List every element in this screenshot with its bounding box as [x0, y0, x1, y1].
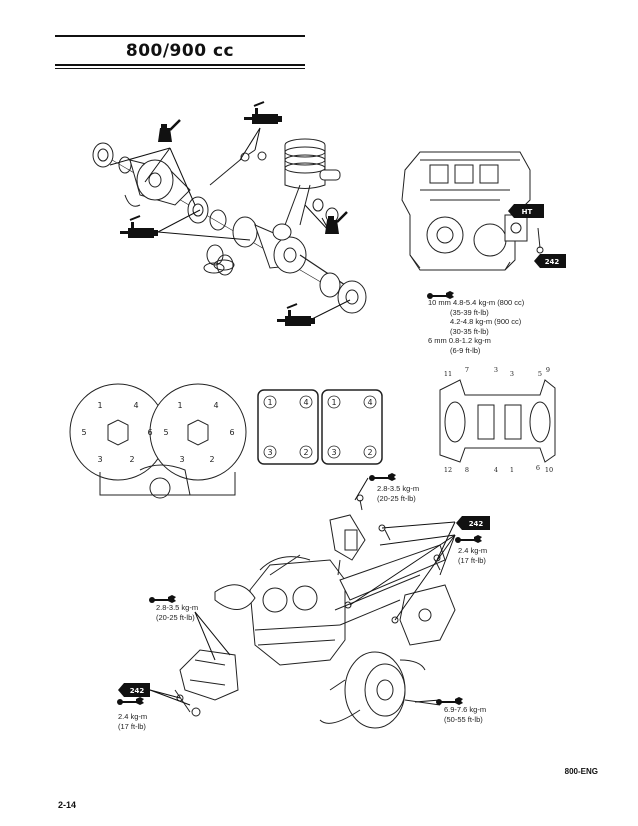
- cyl-right-3: 3: [331, 448, 336, 457]
- page-number: 2-14: [58, 800, 77, 810]
- cylinder-right-sequence-labels: [327, 395, 377, 459]
- oil-can-icon: [156, 118, 182, 144]
- cyl-right-2: 2: [367, 448, 372, 457]
- cyl-left-2: 2: [303, 448, 308, 457]
- top-mount-torque-spec: 2.8-3.5 kg-m (20-25 ft-lb): [377, 484, 419, 503]
- bottom-left-torque-spec: 2.4 kg-m (17 ft-lb): [118, 712, 147, 731]
- mount-leader-lines: [149, 477, 456, 706]
- crankshaft-leader-lines: [109, 127, 351, 321]
- svg-text:3: 3: [494, 366, 498, 374]
- cyl-right-4: 4: [367, 398, 372, 407]
- svg-text:4: 4: [133, 401, 138, 410]
- crankcase-torque-sequence: [439, 379, 556, 463]
- grease-gun-icon: [119, 215, 159, 239]
- spec-line: 4.2-4.8 kg-m (900 cc): [450, 317, 522, 326]
- cyl-left-3: 3: [267, 448, 272, 457]
- svg-text:6: 6: [536, 464, 540, 472]
- grease-gun-icon: [276, 303, 316, 327]
- spec-line: (6-9 ft-lb): [450, 345, 481, 355]
- svg-text:2: 2: [209, 455, 214, 464]
- cyl-left-1: 1: [267, 398, 272, 407]
- cyl-left-4: 4: [303, 398, 308, 407]
- spec-line: (35-39 ft-lb): [450, 307, 489, 317]
- wrench-icon: [369, 473, 396, 481]
- svg-text:4: 4: [494, 466, 498, 474]
- svg-text:8: 8: [465, 466, 469, 474]
- oil-can-icon: [323, 210, 349, 236]
- svg-text:3: 3: [179, 455, 184, 464]
- svg-text:5: 5: [163, 428, 168, 437]
- crankcase-bottom-sequence-labels: 12 8 4 1 6 10: [444, 464, 553, 474]
- svg-text:9: 9: [546, 366, 550, 374]
- wrench-icon: [455, 535, 482, 543]
- svg-text:12: 12: [444, 466, 452, 474]
- engine-mount-illustration: [174, 494, 456, 729]
- spec-line: 6.9-7.6 kg-m: [444, 705, 487, 714]
- svg-text:10: 10: [545, 466, 553, 474]
- svg-text:11: 11: [444, 370, 452, 378]
- left-mount-torque-spec: 2.8-3.5 kg-m (20-25 ft-lb): [156, 603, 198, 622]
- loctite-242-badge: 242: [456, 516, 490, 530]
- head-left-sequence-labels: 1 4 5 6 3 2: [81, 401, 152, 464]
- svg-text:5: 5: [538, 370, 542, 378]
- head-right-sequence-labels: 1 4 5 6 3 2: [163, 401, 234, 464]
- wrench-icon: [117, 697, 144, 705]
- wrench-icon: [436, 697, 463, 705]
- crankcase-illustration: [401, 151, 544, 271]
- grease-gun-icon: [243, 101, 283, 125]
- spec-line: (20-25 ft-lb): [377, 493, 416, 503]
- spec-line: (17 ft-lb): [458, 555, 486, 565]
- spec-line: (50-55 ft-lb): [444, 714, 483, 724]
- spec-line: 6 mm 0.8-1.2 kg-m: [428, 336, 491, 345]
- wrench-icon: [149, 595, 176, 603]
- crankcase-top-sequence-labels: 11 7 3 3 5 9: [444, 366, 550, 378]
- svg-text:HT: HT: [522, 208, 533, 216]
- svg-text:242: 242: [545, 258, 560, 266]
- svg-text:6: 6: [147, 428, 152, 437]
- spec-line: 2.8-3.5 kg-m: [377, 484, 420, 493]
- figure-code: 800-ENG: [564, 767, 598, 776]
- cylinder-torque-sequence: [257, 389, 383, 465]
- svg-text:4: 4: [213, 401, 218, 410]
- svg-text:2: 2: [129, 455, 134, 464]
- svg-text:3: 3: [97, 455, 102, 464]
- svg-text:1: 1: [177, 401, 182, 410]
- svg-text:1: 1: [510, 466, 514, 474]
- spec-line: 2.4 kg-m: [458, 546, 488, 555]
- cylinder-left-sequence-labels: [263, 395, 313, 459]
- spec-line: 2.4 kg-m: [118, 712, 148, 721]
- title-rule-bottom: [55, 64, 305, 66]
- cyl-right-1: 1: [331, 398, 336, 407]
- spec-line: (30-35 ft-lb): [450, 326, 489, 336]
- clutch-torque-spec: 6.9-7.6 kg-m (50-55 ft-lb): [444, 705, 486, 724]
- right-mount-torque-spec: 2.4 kg-m (17 ft-lb): [458, 546, 487, 565]
- head-torque-sequence: [69, 383, 247, 499]
- svg-text:3: 3: [510, 370, 514, 378]
- svg-text:1: 1: [97, 401, 102, 410]
- svg-text:242: 242: [469, 520, 484, 528]
- title-rule-bottom-thin: [55, 68, 305, 69]
- section-title-block: 800/900 cc: [55, 35, 305, 69]
- page-title: 800/900 cc: [125, 41, 235, 61]
- spec-line: 10 mm 4.8-5.4 kg-m (800 cc): [428, 298, 525, 307]
- svg-text:242: 242: [130, 687, 145, 695]
- ht-badge: HT: [508, 204, 544, 218]
- svg-text:6: 6: [229, 428, 234, 437]
- loctite-242-badge: 242: [534, 254, 566, 268]
- svg-text:5: 5: [81, 428, 86, 437]
- title-rule-top: [55, 35, 305, 37]
- svg-text:7: 7: [465, 366, 469, 374]
- spec-line: 2.8-3.5 kg-m: [156, 603, 199, 612]
- head-bolt-torque-spec: 10 mm 4.8-5.4 kg-m (800 cc) (35-39 ft-lb…: [428, 298, 524, 355]
- spec-line: (17 ft-lb): [118, 721, 146, 731]
- loctite-242-badge: 242: [118, 683, 150, 697]
- spec-line: (20-25 ft-lb): [156, 612, 195, 622]
